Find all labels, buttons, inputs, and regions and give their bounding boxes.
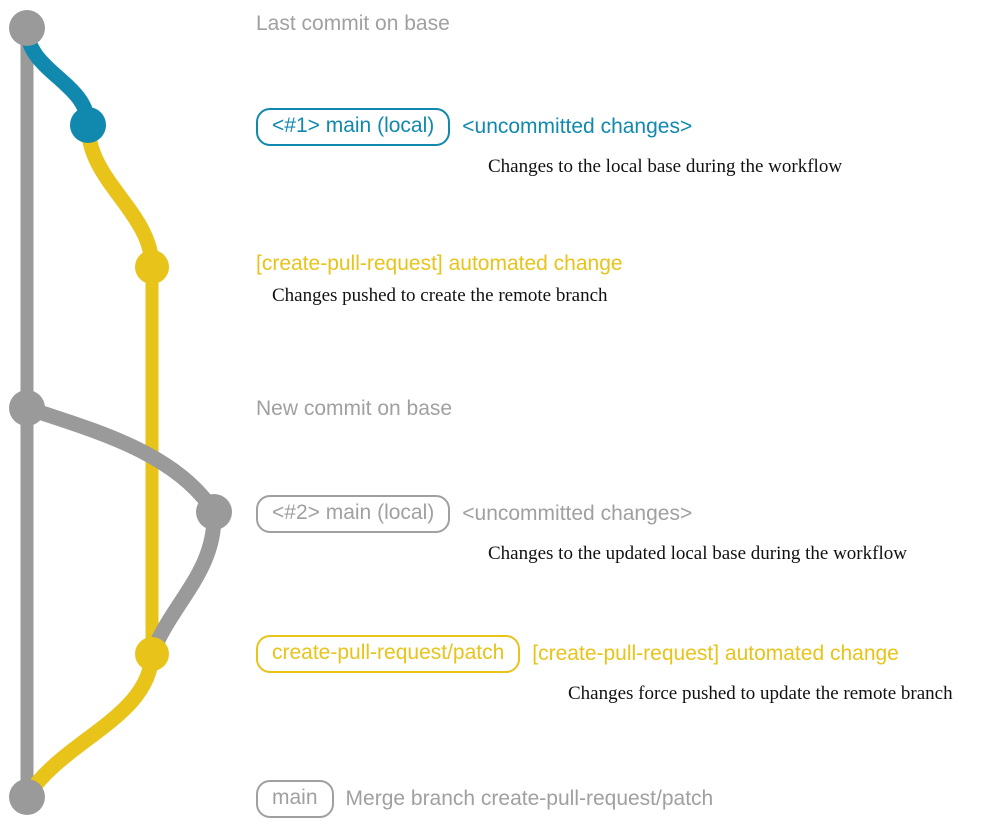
edge-base-new-to-local2 [19, 400, 222, 520]
commit-headline: main Merge branch create-pull-request/pa… [256, 780, 713, 818]
commit-entry-local-uncommitted-1: <#1> main (local) <uncommitted changes> … [256, 108, 842, 178]
commit-description: Changes to the local base during the wor… [488, 156, 843, 177]
node-base-merge[interactable] [9, 779, 45, 815]
ref-badge-main[interactable]: main [256, 780, 334, 818]
edge-local2-to-patch-update [144, 504, 222, 662]
node-base-new[interactable] [9, 390, 45, 426]
node-local-1[interactable] [70, 107, 106, 143]
commit-headline: [create-pull-request] automated change [256, 252, 623, 276]
ref-badge-create-pull-request-patch[interactable]: create-pull-request/patch [256, 635, 521, 673]
commit-subject: [create-pull-request] automated change [256, 252, 623, 275]
commit-headline: <#2> main (local) <uncommitted changes> [256, 495, 907, 533]
commit-subject: New commit on base [256, 397, 453, 420]
commit-subject: [create-pull-request] automated change [532, 642, 899, 665]
node-base-last[interactable] [9, 10, 45, 46]
commit-entry-automated-change-create: [create-pull-request] automated change C… [256, 252, 623, 307]
node-patch-update[interactable] [135, 637, 169, 671]
commit-entry-last-commit-on-base: Last commit on base [256, 12, 450, 36]
commit-subject: Merge branch create-pull-request/patch [345, 787, 714, 810]
commit-entry-new-commit-on-base: New commit on base [256, 397, 452, 421]
ref-badge-main-local-1[interactable]: <#1> main (local) [256, 108, 451, 146]
commit-subject: Last commit on base [256, 12, 450, 35]
commit-subject: <uncommitted changes> [462, 115, 693, 138]
edge-local1-to-patch-create [80, 117, 160, 275]
commit-headline: <#1> main (local) <uncommitted changes> [256, 108, 842, 146]
commit-entry-merge-commit: main Merge branch create-pull-request/pa… [256, 780, 713, 818]
commit-description: Changes force pushed to update the remot… [568, 683, 953, 704]
node-patch-create[interactable] [135, 250, 169, 284]
edge-patch-update-to-merge [19, 646, 160, 805]
commit-entry-automated-change-update: create-pull-request/patch [create-pull-r… [256, 635, 953, 705]
commit-entry-local-uncommitted-2: <#2> main (local) <uncommitted changes> … [256, 495, 907, 565]
commit-description: Changes pushed to create the remote bran… [272, 285, 608, 306]
node-local-2[interactable] [196, 494, 232, 530]
commit-headline: create-pull-request/patch [create-pull-r… [256, 635, 953, 673]
commit-description: Changes to the updated local base during… [488, 543, 907, 564]
commit-headline: Last commit on base [256, 12, 450, 36]
ref-badge-main-local-2[interactable]: <#2> main (local) [256, 495, 451, 533]
commit-headline: New commit on base [256, 397, 452, 421]
commit-subject: <uncommitted changes> [462, 502, 693, 525]
